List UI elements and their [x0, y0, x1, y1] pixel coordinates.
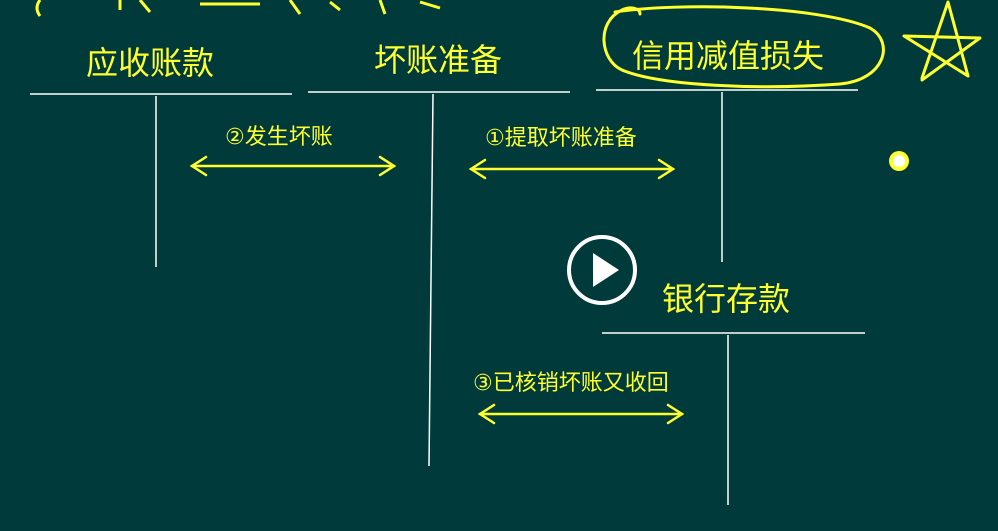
annotation-bad-debt-occurs: ②发生坏账	[225, 125, 333, 150]
account-title-allowance: 坏账准备	[374, 41, 503, 79]
arrow-bad-debt	[189, 155, 397, 177]
account-title-impairment: 信用减值损失	[632, 37, 825, 75]
account-title-receivables: 应收账款	[86, 44, 215, 82]
star-icon	[902, 0, 982, 82]
dot-icon	[889, 151, 909, 171]
highlight-ellipse	[602, 5, 885, 89]
account-title-bank: 银行存款	[662, 280, 791, 318]
play-button[interactable]	[565, 233, 639, 307]
arrow-recovery	[477, 403, 685, 425]
allowance-vertical-line	[428, 93, 434, 467]
arrow-provision	[468, 158, 676, 180]
play-icon	[567, 235, 637, 305]
annotation-provision: ①提取坏账准备	[485, 126, 637, 151]
annotation-recovery: ③已核销坏账又收回	[473, 371, 669, 396]
title-remnant	[35, 0, 441, 17]
